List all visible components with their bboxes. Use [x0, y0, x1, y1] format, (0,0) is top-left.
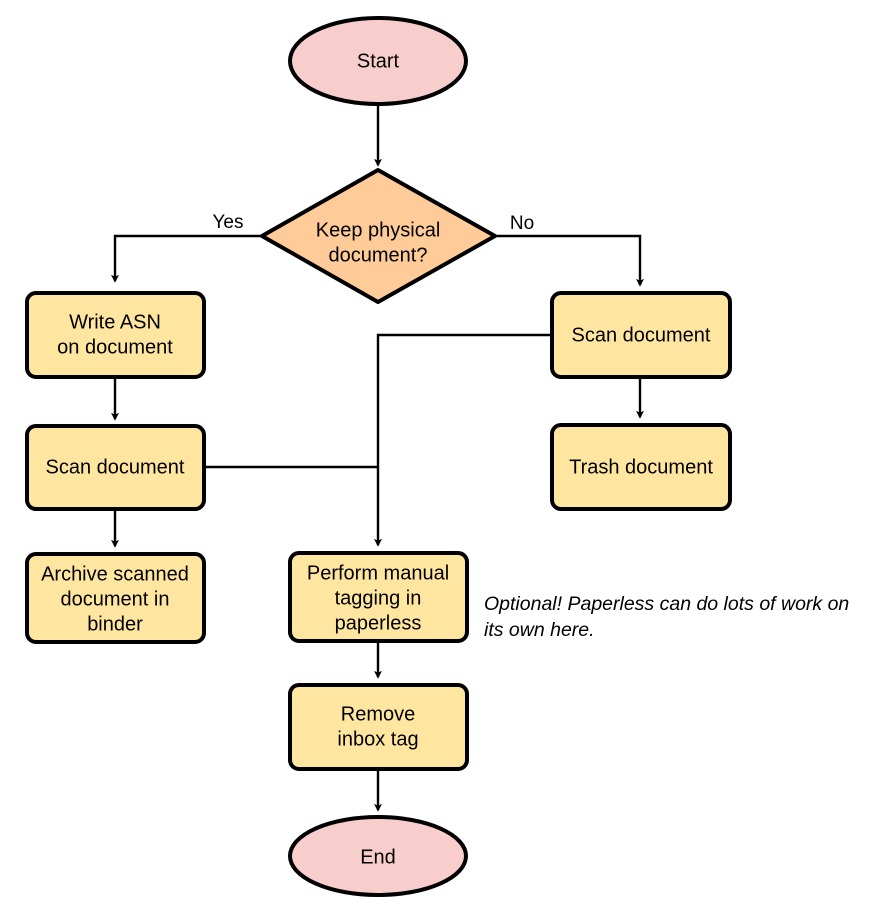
trash-document-label: Trash document [569, 456, 713, 478]
archive-box-shape[interactable] [25, 552, 206, 644]
end-ellipse-shape[interactable] [288, 815, 468, 897]
decision-label-line2: document? [329, 244, 428, 266]
remove-inbox-tag-box-shape[interactable] [288, 683, 469, 771]
decision-diamond-shape[interactable] [260, 168, 497, 304]
start-label: Start [357, 50, 400, 72]
edge-label-no: No [510, 213, 534, 234]
scan-document-right-box-shape[interactable] [550, 291, 732, 379]
trash-document-box-shape[interactable] [550, 423, 732, 511]
end-label: End [360, 846, 396, 868]
edge-decision-to-write-asn [111, 234, 262, 283]
node-scan-document-right[interactable]: Scan document [550, 291, 732, 379]
node-start[interactable]: Start [288, 16, 468, 106]
manual-tagging-label-line2: tagging in [335, 587, 422, 609]
write-asn-label-line1: Write ASN [69, 311, 161, 333]
optional-note-line1: Optional! Paperless can do lots of work … [484, 593, 849, 615]
node-write-asn[interactable]: Write ASN on document [25, 291, 206, 379]
node-decision-keep-physical-document[interactable]: Keep physical document? [260, 168, 497, 304]
archive-label-line1: Archive scanned [41, 563, 189, 585]
manual-tagging-label-line3: paperless [335, 612, 422, 634]
write-asn-box-shape[interactable] [25, 291, 206, 379]
node-trash-document[interactable]: Trash document [550, 423, 732, 511]
optional-note: Optional! Paperless can do lots of work … [484, 593, 849, 641]
optional-note-line2: its own here. [484, 619, 595, 641]
node-perform-manual-tagging[interactable]: Perform manual tagging in paperless [288, 551, 469, 643]
edges-layer [111, 104, 644, 812]
edge-label-yes: Yes [213, 212, 244, 233]
archive-label-line3: binder [87, 613, 143, 635]
nodes-layer: Start Keep physical document? Write ASN … [25, 16, 732, 897]
scan-document-right-label: Scan document [572, 324, 711, 346]
remove-inbox-label-line1: Remove [341, 703, 415, 725]
manual-tagging-label-line1: Perform manual [307, 562, 449, 584]
start-ellipse-shape[interactable] [288, 16, 468, 106]
node-scan-document-left[interactable]: Scan document [25, 424, 206, 511]
write-asn-label-line2: on document [57, 336, 173, 358]
manual-tagging-box-shape[interactable] [288, 551, 469, 643]
edge-labels-layer: Yes No [213, 212, 535, 234]
remove-inbox-label-line2: inbox tag [337, 728, 418, 750]
scan-document-left-label: Scan document [46, 456, 185, 478]
node-remove-inbox-tag[interactable]: Remove inbox tag [288, 683, 469, 771]
node-end[interactable]: End [288, 815, 468, 897]
node-archive-scanned-document[interactable]: Archive scanned document in binder [25, 552, 206, 644]
decision-label-line1: Keep physical [316, 219, 441, 241]
scan-document-left-box-shape[interactable] [25, 424, 206, 511]
edge-scan-right-to-manual-tagging [374, 333, 552, 547]
archive-label-line2: document in [61, 588, 170, 610]
edge-decision-to-scan-right [495, 234, 644, 287]
